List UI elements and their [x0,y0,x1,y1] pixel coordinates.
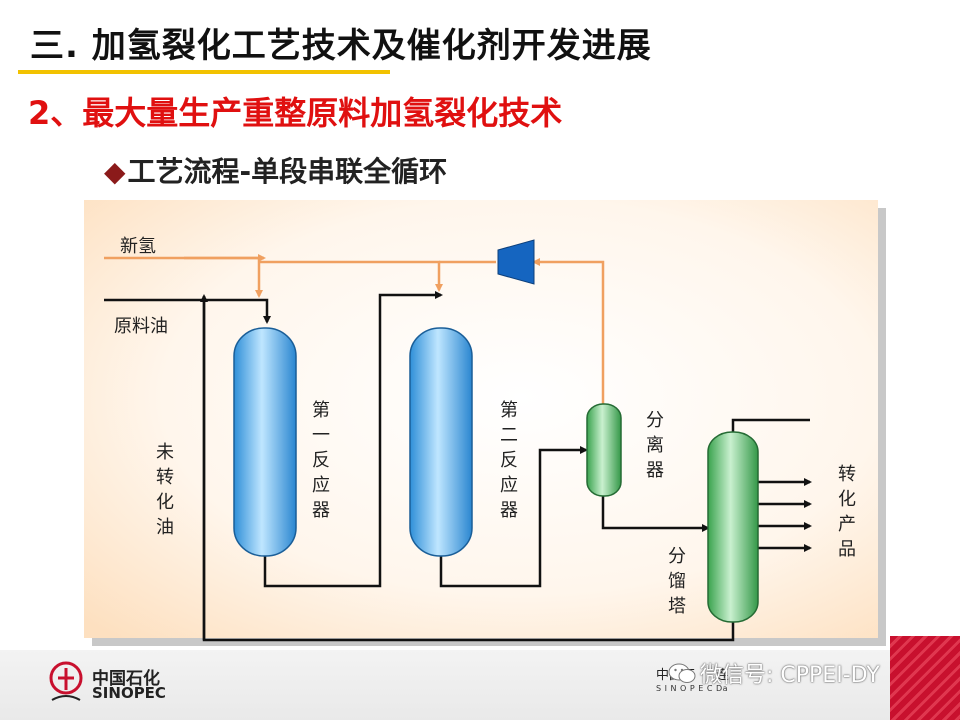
unconverted-oil-char: 转 [156,467,174,488]
products-label-char: 转 [838,464,856,485]
reactor1-label-char: 第 [312,400,330,421]
fractionator-label-char: 塔 [668,596,686,617]
products-label-char: 产 [838,514,856,535]
unconverted-oil-char: 化 [156,492,174,513]
reactor1-label-char: 一 [312,425,330,446]
products-label-char: 化 [838,489,856,510]
separator-to-fractionator-line [601,495,710,532]
footer-band [0,650,960,720]
reactor2-label-char: 反 [500,450,518,471]
products-label-char: 品 [838,539,856,560]
reactor2-label-char: 第 [500,400,518,421]
reactor-2 [409,327,473,557]
institute-name-en: S I N O P E C Da [656,684,729,693]
wechat-watermark: 微信号: CPPEI-DY [700,663,880,688]
slide-title: 三. 加氢裂化工艺技术及催化剂开发进展 [30,26,652,66]
fractionator-overhead-line [731,418,810,436]
reactor2-label-char: 应 [500,475,518,496]
wechat-icon [668,663,696,683]
company-name-en: SINOPEC [92,684,166,702]
title-underline [18,70,390,74]
feed-oil-label: 原料油 [114,316,168,337]
bullet-text: 工艺流程-单段串联全循环 [127,155,448,188]
fresh-hydrogen-label: 新氢 [120,236,156,257]
reactor1-label-char: 应 [312,475,330,496]
institute-name-mid: 连 [715,668,729,683]
reactor2-label-char: 二 [500,425,518,446]
reactor1-to-reactor2-line [263,291,443,588]
diamond-bullet-icon: ◆ [104,155,126,188]
reactor2-label-char: 器 [500,500,518,521]
separator-label-char: 器 [646,460,664,481]
reactor-1 [233,327,297,557]
slide-subtitle: 2、最大量生产重整原料加氢裂化技术 [28,94,563,132]
feed-oil-line [104,298,271,324]
reactor2-to-separator-line [439,446,588,588]
company-name-cn: 中国石化 [92,669,160,689]
fractionator-column [707,431,759,623]
separator-vessel [586,403,622,497]
separator-label-char: 分 [646,410,664,431]
sinopec-logo-icon [49,661,83,701]
fractionator-label-char: 馏 [668,571,686,592]
reactor1-label-char: 反 [312,450,330,471]
process-flow-diagram: 新氢 原料油 未 转 化 油 第 一 反 应 器 第 二 反 应 器 分 离 器… [84,200,886,646]
recycle-gas-line [532,258,605,405]
fractionator-label-char: 分 [668,546,686,567]
unconverted-oil-char: 油 [156,517,174,538]
reactor1-label-char: 器 [312,500,330,521]
unconverted-oil-char: 未 [156,442,174,463]
compressor-icon [497,239,535,285]
red-corner-decoration [890,636,960,720]
separator-label-char: 离 [646,435,664,456]
bullet-item: ◆工艺流程-单段串联全循环 [104,150,447,190]
